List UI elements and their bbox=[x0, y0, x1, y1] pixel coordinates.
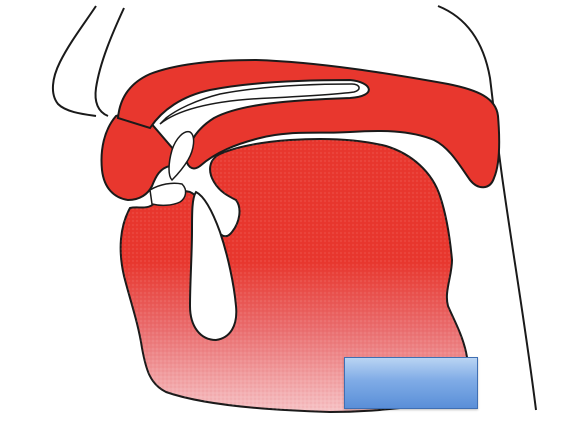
oral-airway-cavity bbox=[190, 192, 236, 340]
label-overlay-box bbox=[344, 357, 478, 409]
nostril-outline bbox=[96, 8, 125, 116]
face-profile-outline bbox=[53, 6, 96, 116]
upper-teeth bbox=[169, 132, 194, 180]
oral-opening bbox=[150, 183, 186, 205]
